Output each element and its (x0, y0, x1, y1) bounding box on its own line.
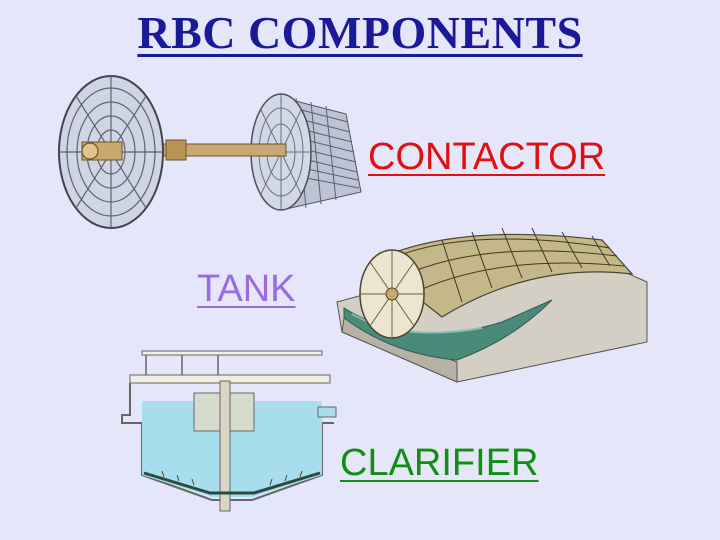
tank-illustration (336, 227, 648, 383)
clarifier-illustration (121, 350, 337, 512)
contactor-illustration (58, 75, 362, 229)
slide-title: RBC COMPONENTS (137, 7, 583, 58)
tank-label: TANK (197, 268, 296, 310)
clarifier-label: CLARIFIER (340, 442, 539, 484)
contactor-label: CONTACTOR (368, 136, 606, 178)
